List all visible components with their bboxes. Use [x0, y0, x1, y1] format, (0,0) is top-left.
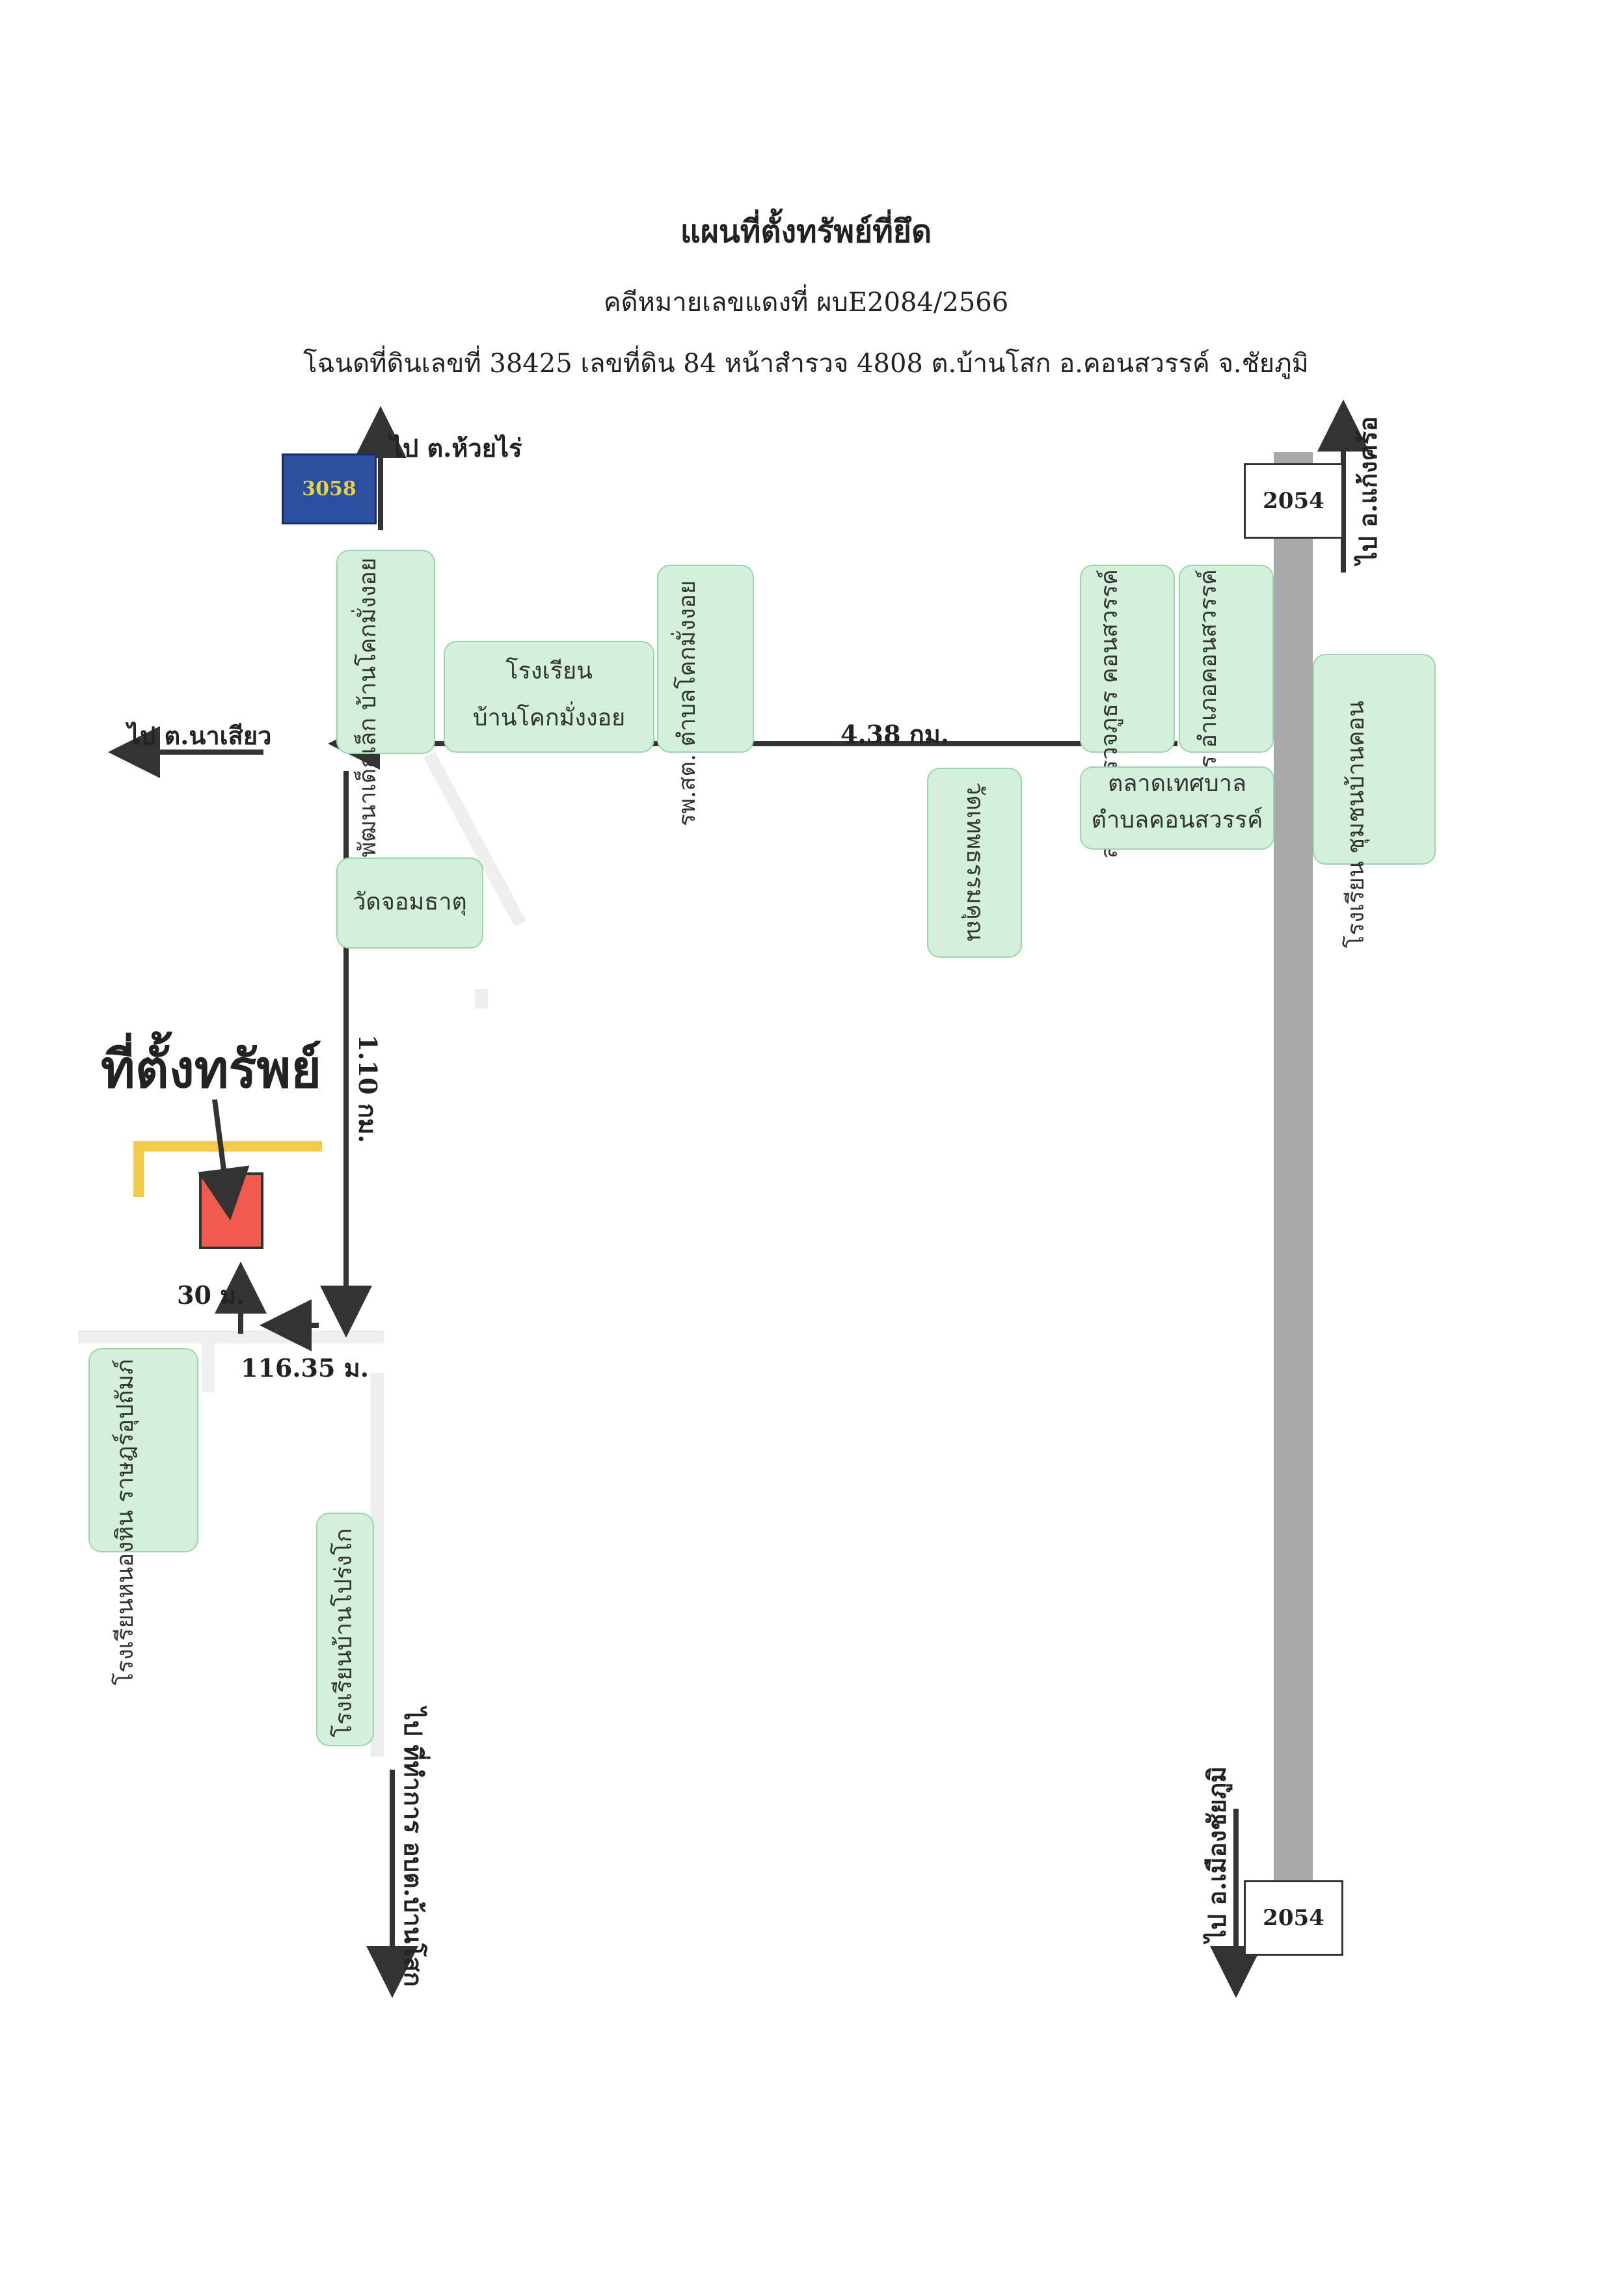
landmark-hospital-text: รพ.สต. ตำบลโคกมั่งงอย — [674, 580, 701, 827]
deed-info: โฉนดที่ดินเลขที่ 38425 เลขที่ดิน 84 หน้า… — [303, 349, 1309, 379]
label-to-kaeng-khro: ไป อ.แก้งคร้อ — [1353, 416, 1382, 565]
map-title: แผนที่ตั้งทรัพย์ที่ยึด — [680, 213, 932, 250]
case-number: คดีหมายเลขแดงที่ ผบE2084/2566 — [603, 288, 1009, 317]
road-sign-3058: 3058 — [282, 453, 377, 524]
arrow-property-pointer — [198, 1099, 250, 1221]
landmark-school-pongkok-text: โรงเรียนบ้านโปร่งโก — [330, 1528, 357, 1738]
road-sign-2054-bottom: 2054 — [1244, 1880, 1343, 1956]
property-marker — [199, 1172, 263, 1249]
landmark-market: ตลาดเทศบาล ตำบลคอนสวรรค์ — [1080, 766, 1274, 850]
label-to-chaiyaphum: ไป อ.เมืองชัยภูมิ — [1202, 1766, 1231, 1943]
distance-4-38km: 4.38 กม. — [840, 720, 950, 749]
landmark-school-east-text: โรงเรียน ชุมชนบ้านคอน — [1343, 701, 1369, 949]
landmark-police: สถานีตำรวจภูธร คอนสวรรค์ — [1080, 565, 1175, 859]
label-to-sao-ban-sok: ไป ที่ทำการ อบต.บ้านโสก — [399, 1708, 428, 1987]
road-sign-2054-top: 2054 — [1244, 463, 1343, 539]
landmark-school-nonghin: โรงเรียนหนองหิน ราษฎร์อุปถัมภ์ — [88, 1348, 198, 1685]
highway-2054 — [1274, 452, 1313, 1955]
label-to-huai-rai: ไป ต.ห้วยไร่ — [390, 433, 522, 463]
landmark-child-center-text: ศูนย์พัฒนาเด็กเล็ก บ้านโคกมั่งงอย — [355, 558, 381, 902]
distance-116m: 116.35 ม. — [241, 1353, 369, 1383]
landmark-school-khok-line1: โรงเรียน — [505, 658, 593, 684]
label-to-na-siao: ไป ต.นาเสียว — [128, 721, 272, 750]
landmark-child-center: ศูนย์พัฒนาเด็กเล็ก บ้านโคกมั่งงอย — [336, 550, 435, 902]
landmark-school-nonghin-text: โรงเรียนหนองหิน ราษฎร์อุปถัมภ์ — [112, 1359, 139, 1686]
landmark-school-khok: โรงเรียน บ้านโคกมั่งงอย — [444, 641, 654, 753]
landmark-market-line1: ตลาดเทศบาล — [1107, 770, 1247, 797]
distance-30m: 30 ม. — [177, 1280, 245, 1310]
landmark-school-pongkok: โรงเรียนบ้านโปร่งโก — [316, 1513, 374, 1746]
landmark-temple-thep: วัดเทพธรรมคุณ — [927, 768, 1022, 958]
landmark-school-east: โรงเรียน ชุมชนบ้านคอน — [1313, 654, 1436, 948]
property-boundary — [133, 1141, 322, 1197]
landmark-district-office: ที่ว่าการ อำเภอคอนสวรรค์ — [1179, 565, 1274, 837]
distance-1-10km: 1.10 กม. — [353, 1034, 383, 1144]
landmark-hospital: รพ.สต. ตำบลโคกมั่งงอย — [657, 565, 754, 826]
landmark-market-line2: ตำบลคอนสวรรค์ — [1091, 807, 1263, 833]
property-label: ที่ตั้งทรัพย์ — [101, 1038, 322, 1100]
landmark-temple-chom-text: วัดจอมธาตุ — [353, 889, 467, 915]
landmark-temple-thep-text: วัดเทพธรรมคุณ — [961, 782, 988, 942]
landmark-school-khok-line2: บ้านโคกมั่งงอย — [472, 705, 626, 731]
landmark-temple-chom: วัดจอมธาตุ — [336, 858, 483, 949]
